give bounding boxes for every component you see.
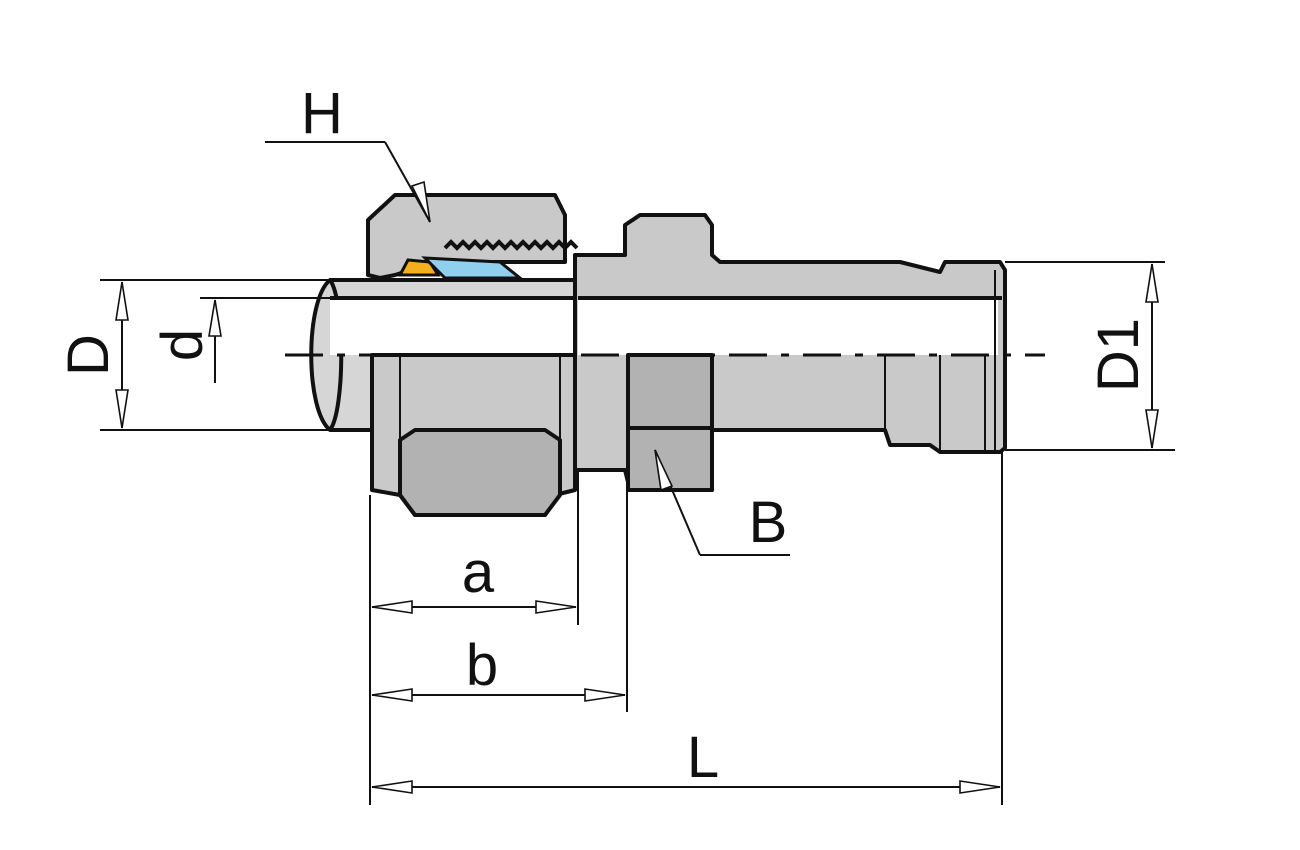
label-a: a [462,540,495,605]
label-L: L [687,725,719,790]
label-B: B [749,490,788,555]
fitting-body [573,213,1007,492]
dimension-b: b [371,633,626,702]
label-D1: D1 [1086,318,1151,392]
seal-rings [397,256,525,280]
extension-lines [369,452,1003,805]
dimension-D1: D1 [1005,261,1175,451]
dimension-a: a [371,540,577,614]
leader-B: B [654,449,790,556]
dimension-L: L [371,725,1001,794]
dimension-D: D [56,279,340,431]
label-D: D [56,334,121,376]
leader-H: H [265,81,431,223]
label-H: H [301,81,343,146]
dimension-d: d [150,297,340,383]
nut [366,193,579,517]
label-b: b [466,633,498,698]
label-d: d [150,329,215,361]
